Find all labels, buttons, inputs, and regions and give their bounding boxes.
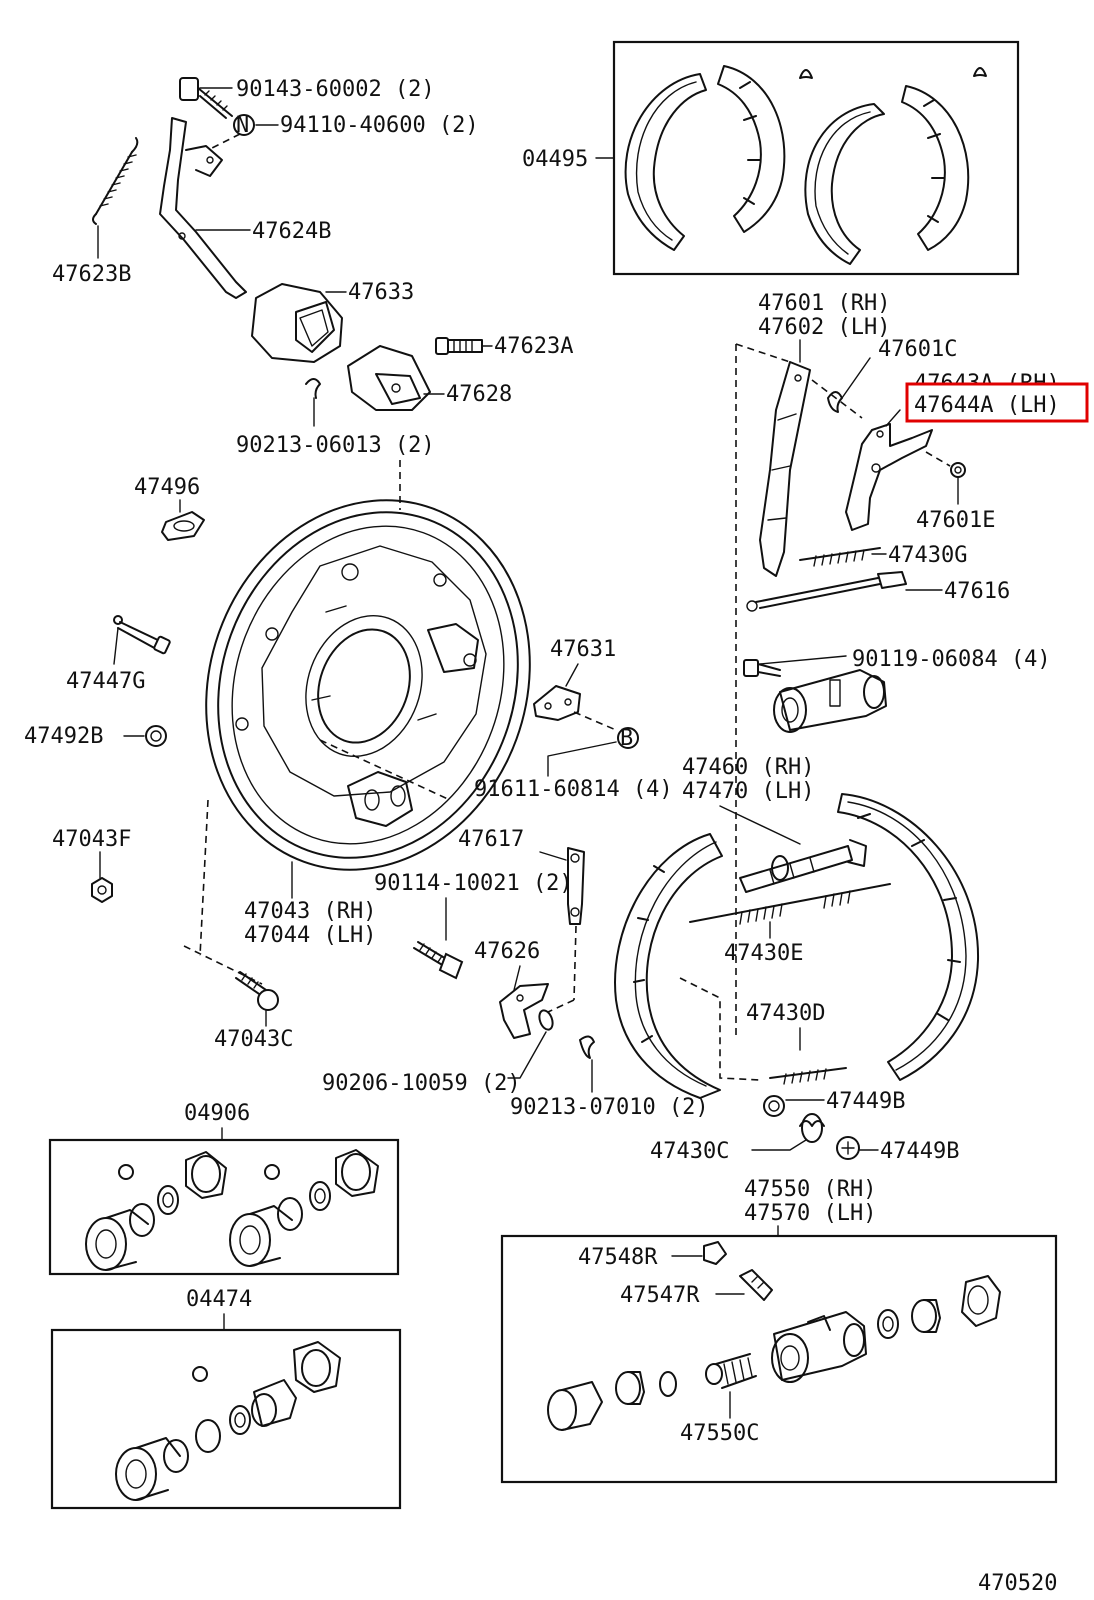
- label-47044-lh: 47044 (LH): [244, 923, 376, 948]
- spring-47623B: [92, 137, 139, 225]
- label-47550C: 47550C: [680, 1421, 759, 1446]
- retainer-47449B-b: [836, 1136, 860, 1160]
- label-47470-lh: 47470 (LH): [682, 779, 814, 804]
- label-47624B: 47624B: [252, 219, 331, 244]
- label-47601C: 47601C: [878, 337, 957, 362]
- pin-90206: [538, 1009, 554, 1031]
- label-47616: 47616: [944, 579, 1010, 604]
- label-47449B-b: 47449B: [880, 1139, 959, 1164]
- kit-box-04495: [612, 40, 1020, 276]
- label-91611-60814: 91611-60814 (4): [474, 777, 673, 802]
- strut-47601: [759, 361, 811, 577]
- label-90114-10021: 90114-10021 (2): [374, 871, 573, 896]
- label-90119-06084: 90119-06084 (4): [852, 647, 1051, 672]
- label-47430C: 47430C: [650, 1139, 729, 1164]
- label-47430D: 47430D: [746, 1001, 825, 1026]
- link-47617: [567, 847, 585, 925]
- brake-shoe-47460: [614, 793, 980, 1099]
- clip-47601C: [827, 391, 843, 413]
- label-47631: 47631: [550, 637, 616, 662]
- label-47602-lh: 47602 (LH): [758, 315, 890, 340]
- label-90143-60002: 90143-60002 (2): [236, 77, 435, 102]
- bolt-47043C: [235, 971, 279, 1011]
- boot-47633: [251, 283, 343, 363]
- label-47623A: 47623A: [494, 334, 573, 359]
- adjuster-47460: [739, 839, 867, 893]
- label-04474: 04474: [186, 1287, 252, 1312]
- plate-47628: [347, 345, 431, 411]
- mark-b-91611: B: [617, 726, 639, 751]
- label-47430G: 47430G: [888, 543, 967, 568]
- cup-47492B: [145, 725, 167, 747]
- plate-47626: [499, 983, 549, 1039]
- label-47623B: 47623B: [52, 262, 131, 287]
- spring-47430E: [689, 883, 891, 925]
- label-94110-40600: 94110-40600 (2): [280, 113, 479, 138]
- label-47626: 47626: [474, 939, 540, 964]
- bolt-90143: [179, 77, 233, 119]
- kit-box-47550: [500, 1234, 1058, 1484]
- kit-box-04474: [50, 1328, 402, 1510]
- plug-47496: [161, 511, 205, 541]
- cylinder-47550: [771, 1311, 867, 1383]
- nut-94110: N: [233, 113, 255, 138]
- label-47460-rh: 47460 (RH): [682, 755, 814, 780]
- svg-text:B: B: [620, 726, 633, 751]
- bracket-47631: [533, 685, 581, 721]
- shoe-kit-04495: [624, 65, 987, 265]
- label-47633: 47633: [348, 280, 414, 305]
- spring-47430D: [769, 1067, 847, 1085]
- cup-kit-04906: [85, 1149, 379, 1271]
- bolt-47623A: [435, 337, 483, 355]
- label-47628: 47628: [446, 382, 512, 407]
- label-47548R: 47548R: [578, 1245, 658, 1270]
- washer-47601E: [950, 462, 966, 478]
- label-47449B-a: 47449B: [826, 1089, 905, 1114]
- lever-47643A: [845, 423, 933, 531]
- label-04495: 04495: [522, 147, 588, 172]
- label-47496: 47496: [134, 475, 200, 500]
- label-04906: 04906: [184, 1101, 250, 1126]
- label-47430E: 47430E: [724, 941, 803, 966]
- label-47644A-lh: 47644A (LH): [914, 393, 1060, 418]
- wheel-cylinder-90119: [773, 669, 887, 733]
- kit-box-04906: [48, 1138, 400, 1276]
- label-47601E: 47601E: [916, 508, 995, 533]
- bolt-90114: [413, 941, 464, 980]
- backing-plate-47043: [205, 499, 531, 871]
- label-90213-07010: 90213-07010 (2): [510, 1095, 709, 1120]
- label-47601-rh: 47601 (RH): [758, 291, 890, 316]
- pin-47447G: [113, 615, 171, 655]
- label-47617: 47617: [458, 827, 524, 852]
- label-47492B: 47492B: [24, 724, 103, 749]
- label-47550-rh: 47550 (RH): [744, 1177, 876, 1202]
- label-90213-06013: 90213-06013 (2): [236, 433, 435, 458]
- bleeder-47547R: [739, 1269, 773, 1301]
- strut-47616: [746, 571, 907, 612]
- label-47447G: 47447G: [66, 669, 145, 694]
- label-47570-lh: 47570 (LH): [744, 1201, 876, 1226]
- cylinder-parts-47550: [547, 1275, 1001, 1431]
- lever-47624B: [159, 117, 247, 299]
- nut-n-mark: N: [236, 113, 249, 138]
- nut-47043F: [91, 877, 113, 903]
- spring-47550C: [705, 1353, 757, 1389]
- cap-47548R: [703, 1241, 727, 1265]
- spring-47430G: [799, 547, 881, 567]
- label-47043C: 47043C: [214, 1027, 293, 1052]
- cup-kit-04474: [115, 1341, 341, 1501]
- clip-90213-07010: [579, 1035, 595, 1059]
- highlight-box-47644A: [905, 382, 1089, 423]
- label-47043F: 47043F: [52, 827, 131, 852]
- label-47547R: 47547R: [620, 1283, 700, 1308]
- label-47043-rh: 47043 (RH): [244, 899, 376, 924]
- retainer-47449B-a: [763, 1095, 785, 1117]
- clip-90213-06013: [305, 378, 321, 399]
- bolt-90119: [743, 659, 781, 677]
- diagram-code: 470520: [978, 1571, 1057, 1596]
- spring-47430C: [799, 1113, 825, 1143]
- label-90206-10059: 90206-10059 (2): [322, 1071, 521, 1096]
